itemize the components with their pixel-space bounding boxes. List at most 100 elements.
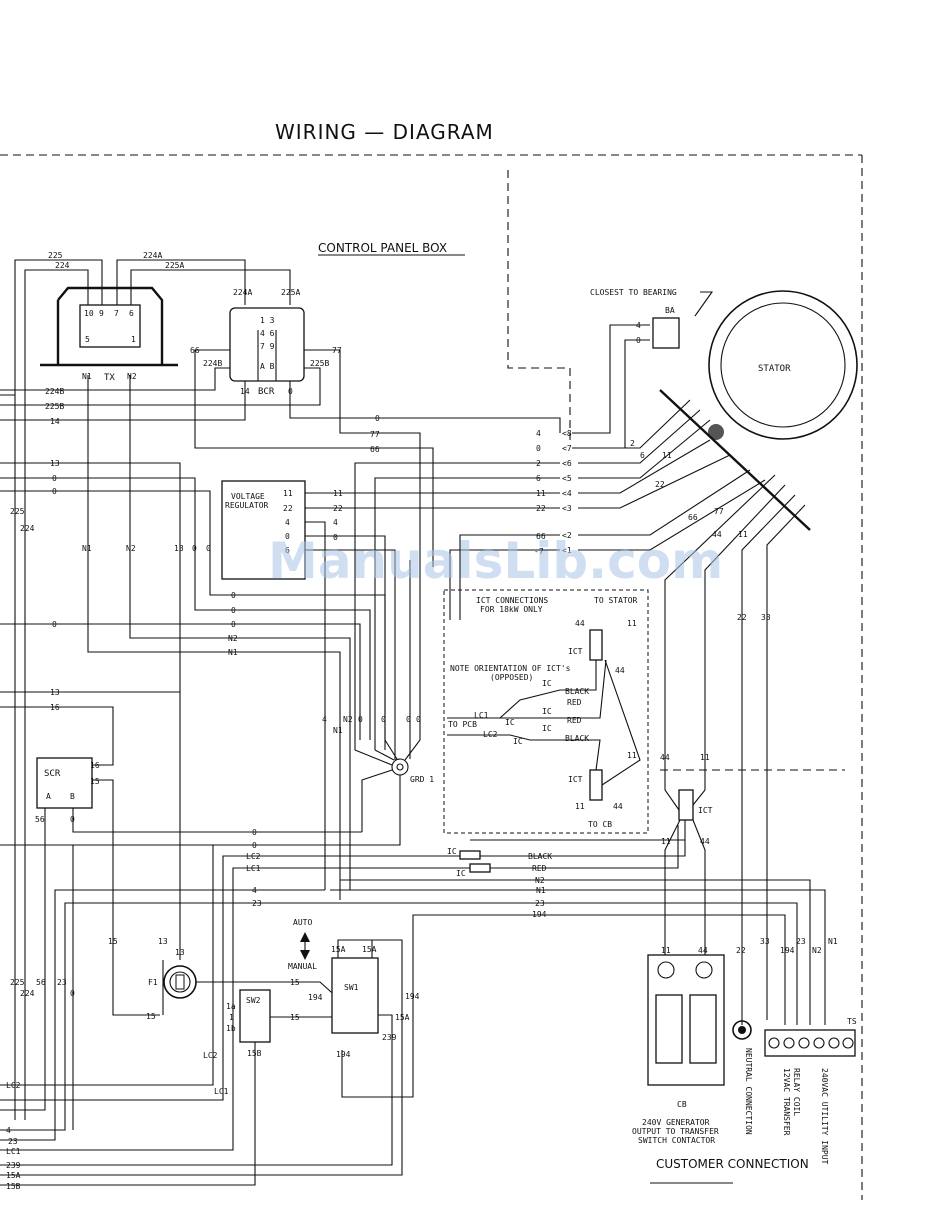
ict-c-lead-1 (664, 760, 680, 811)
ict-upper (589, 629, 603, 661)
stator-2-label: 2 (630, 439, 635, 448)
tx-n2-label: N2 (127, 372, 137, 381)
wire-0-d-label: 0 (231, 606, 236, 615)
wire-66-panel (459, 534, 560, 620)
sw1-194: 194 (308, 993, 323, 1002)
ict-wire-1 (447, 660, 597, 719)
wire-224-vlabel: 224 (20, 524, 35, 533)
wire-6-panel (374, 477, 560, 750)
wire-224B-label: 224B (45, 387, 64, 396)
wire-N1 (87, 375, 341, 900)
ict-customer-label: ICT (698, 806, 713, 815)
wire-66-label: 66 (370, 445, 380, 454)
wire-LC1-left-label: LC1 (6, 1147, 21, 1156)
grd-label: GRD 1 (410, 775, 434, 784)
grd-n2-label: N2 (343, 715, 353, 724)
sw1-15a-right: 15A (362, 945, 377, 954)
wire-23-bottom: 23 (57, 978, 67, 987)
utility-label: 240VAC UTILITY INPUT (820, 1068, 829, 1165)
wire-56 (0, 808, 46, 1111)
neutral-33-label: 33 (760, 937, 770, 946)
tx-pin-6: 6 (129, 309, 134, 318)
ict-wire-2 (500, 659, 607, 719)
auto-label: AUTO (293, 918, 312, 927)
wire-225A (130, 269, 291, 305)
wire-33-output (766, 504, 806, 1020)
grd-lead-4 (394, 758, 401, 761)
scr-block: SCR A B 16 15 56 0 (35, 757, 100, 824)
ts-194-label: 194 (780, 946, 795, 955)
terminal-2: <2 (562, 531, 572, 540)
cb-pole-left[interactable] (655, 994, 683, 1064)
cb-11-label: 11 (661, 946, 671, 955)
ts-n1-label: N1 (828, 937, 838, 946)
cb-pole-right[interactable] (689, 994, 717, 1064)
sw2-1a: 1a (226, 1002, 236, 1011)
ict-note-1: NOTE ORIENTATION OF ICT's (450, 664, 571, 673)
stator-box-border (507, 170, 571, 440)
wire-224 (0, 269, 89, 406)
wire-23-label-b: 23 (535, 899, 545, 908)
grd-0-d: 0 (416, 715, 421, 724)
wire-224-label: 224 (55, 261, 70, 270)
ict-title: ICT CONNECTIONS (476, 596, 548, 605)
vr-11-label: 11 (333, 489, 343, 498)
bcr-pins-79: 7 9 (260, 342, 275, 351)
ict-connections-box: ICT CONNECTIONS FOR 18kW ONLY TO STATOR … (443, 589, 649, 834)
wire-224A-label: 224A (143, 251, 162, 260)
relay-label-2: RELAY COIL (792, 1068, 801, 1116)
wire-225B (0, 367, 321, 406)
wire-6-stator (578, 419, 711, 479)
wire-0-bcr (289, 381, 561, 433)
brush-0-label: 0 (636, 336, 641, 345)
cb-label: CB (677, 1100, 687, 1109)
stator-44-label: 44 (712, 530, 722, 539)
fuse-inner (169, 971, 191, 993)
wire-0-c (194, 570, 371, 740)
ic-black-label: IC (447, 847, 457, 856)
stator: STATOR (708, 290, 858, 440)
wire-44-cb (692, 819, 706, 960)
ict-11-top: 11 (627, 619, 637, 628)
ts-screw-3 (798, 1037, 810, 1049)
switch-sw1[interactable]: SW1 15A 15A 194 15A 239 (308, 945, 410, 1042)
wire-LC2-vlabel: LC2 (203, 1051, 218, 1060)
ts-label: TS (847, 1017, 857, 1026)
grd-n1-label: N1 (333, 726, 343, 735)
wire-11-cb (664, 819, 681, 960)
wire-22-output (741, 494, 796, 1025)
diagram-title: WIRING — DIAGRAM (275, 120, 494, 144)
wire-0-vreg-label: 0 (333, 533, 338, 542)
wire-15-scr-label: 15 (108, 937, 118, 946)
stator-label: STATOR (758, 364, 791, 374)
wire-0-vlabel-b: 0 (206, 544, 211, 553)
wire-14-label: 14 (50, 417, 60, 426)
wire-LC1-label: LC1 (246, 864, 261, 873)
wire-15-sw2-label: 15 (290, 1013, 300, 1022)
sw2-1b: 1b (226, 1024, 236, 1033)
wire-LC1-vlabel: LC1 (214, 1087, 229, 1096)
wire-0-a (0, 477, 196, 570)
wire-224B (0, 367, 230, 391)
neutral-label: NEUTRAL CONNECTION (744, 1048, 753, 1135)
ict-lower-label: ICT (568, 775, 583, 784)
wire-16-label: 16 (50, 703, 60, 712)
cb-desc-2: OUTPUT TO TRANSFER (632, 1127, 719, 1136)
neutral-22-label: 22 (736, 946, 746, 955)
grd-lead-3 (384, 739, 398, 760)
terminal-1: <1 (562, 546, 572, 555)
wire-66-stator (578, 469, 751, 536)
wire-0-scr-label: 0 (252, 828, 257, 837)
sw1-body[interactable] (331, 957, 379, 1034)
wire-4-bus (0, 889, 325, 1141)
terminal-3: <3 (562, 504, 572, 513)
circuit-breaker-cb[interactable]: CB 11 44 (647, 946, 725, 1109)
ict-c-lead-3 (470, 820, 686, 841)
ict-44-top: 44 (575, 619, 585, 628)
scr-a: A (46, 792, 51, 801)
wire-13-a (0, 462, 181, 960)
wire-0-scr (72, 808, 362, 833)
wire-239 (0, 1014, 393, 1166)
terminal-4: <4 (562, 489, 572, 498)
wire-225B-label: 225B (45, 402, 64, 411)
